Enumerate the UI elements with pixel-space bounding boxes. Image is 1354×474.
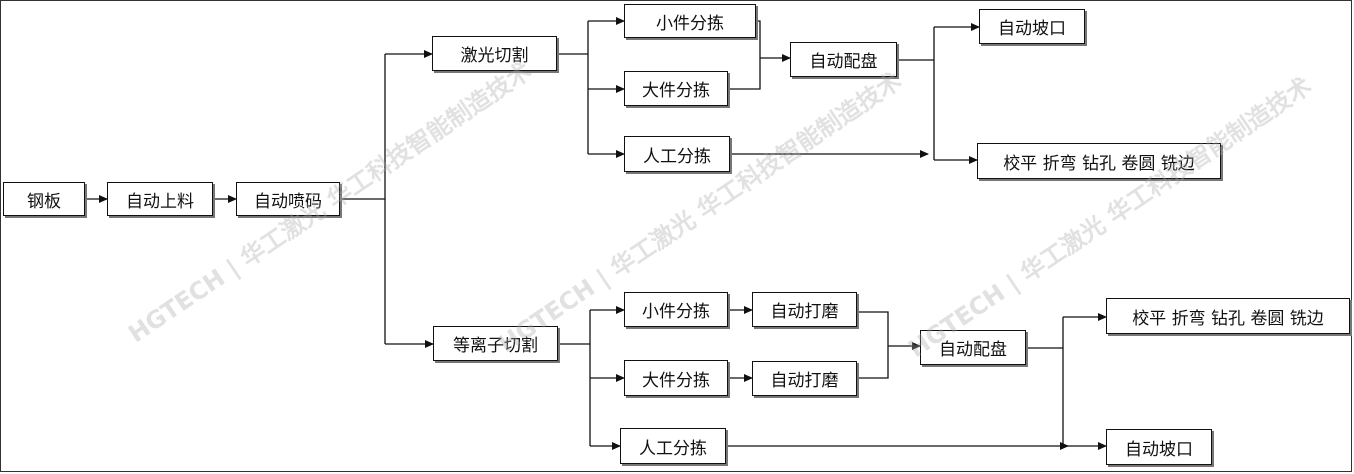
node-laser-auto-pallet: 自动配盘: [790, 42, 897, 77]
node-auto-marking: 自动喷码: [236, 182, 340, 216]
node-steel-plate: 钢板: [3, 182, 85, 216]
node-auto-loading: 自动上料: [107, 182, 213, 216]
node-laser-auto-bevel: 自动坡口: [979, 9, 1085, 44]
node-plasma-auto-pallet: 自动配盘: [920, 330, 1026, 365]
node-plasma-small-sort: 小件分拣: [624, 292, 728, 327]
node-plasma-grind-1: 自动打磨: [752, 292, 857, 327]
node-laser-cutting: 激光切割: [432, 36, 557, 71]
node-plasma-cutting: 等离子切割: [433, 326, 558, 361]
node-laser-large-sort: 大件分拣: [624, 71, 728, 106]
node-laser-processing: 校平 折弯 钻孔 卷圆 铣边: [977, 143, 1221, 179]
node-plasma-large-sort: 大件分拣: [624, 360, 728, 396]
edge-small-merge: [728, 20, 761, 90]
node-laser-manual-sort: 人工分拣: [624, 136, 730, 172]
edge-grind-merge: [857, 311, 889, 379]
node-plasma-grind-2: 自动打磨: [752, 361, 857, 396]
node-plasma-manual-sort: 人工分拣: [620, 428, 726, 464]
node-plasma-auto-bevel: 自动坡口: [1106, 429, 1212, 465]
node-plasma-processing: 校平 折弯 钻孔 卷圆 铣边: [1106, 298, 1350, 334]
node-laser-small-sort: 小件分拣: [624, 4, 756, 38]
